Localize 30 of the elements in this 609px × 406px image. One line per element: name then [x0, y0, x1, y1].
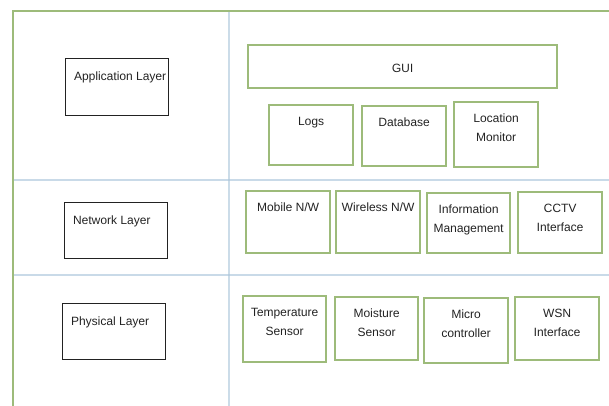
layer-label-box — [65, 58, 169, 116]
component-box — [268, 104, 354, 166]
component-box — [423, 297, 509, 364]
box-label: Mobile N/W — [256, 199, 319, 216]
component-box — [517, 191, 603, 254]
component-box — [247, 44, 558, 89]
box-label: Logs — [298, 113, 324, 130]
box-label: WSN Interface — [532, 305, 582, 341]
component-box — [242, 295, 327, 363]
layer-label-box — [62, 303, 166, 360]
box-label: Temperature Sensor — [250, 304, 320, 340]
component-box — [335, 190, 421, 254]
component-box — [514, 296, 600, 361]
box-label: Micro controller — [440, 306, 492, 342]
box-label: Information Management — [432, 201, 505, 237]
box-label: CCTV Interface — [536, 200, 584, 236]
component-box — [245, 190, 331, 254]
component-box — [453, 101, 539, 168]
box-label: Network Layer — [73, 213, 150, 227]
box-label: Moisture Sensor — [352, 305, 400, 341]
component-box — [426, 192, 511, 254]
box-label: Application Layer — [74, 69, 166, 83]
component-box — [361, 105, 447, 167]
box-label: Wireless N/W — [342, 199, 414, 216]
box-label: Database — [378, 114, 430, 131]
box-label: GUI — [392, 60, 414, 77]
box-label: Location Monitor — [472, 110, 520, 146]
box-label: Physical Layer — [71, 314, 150, 328]
component-box — [334, 296, 419, 361]
layer-label-box — [64, 202, 168, 259]
